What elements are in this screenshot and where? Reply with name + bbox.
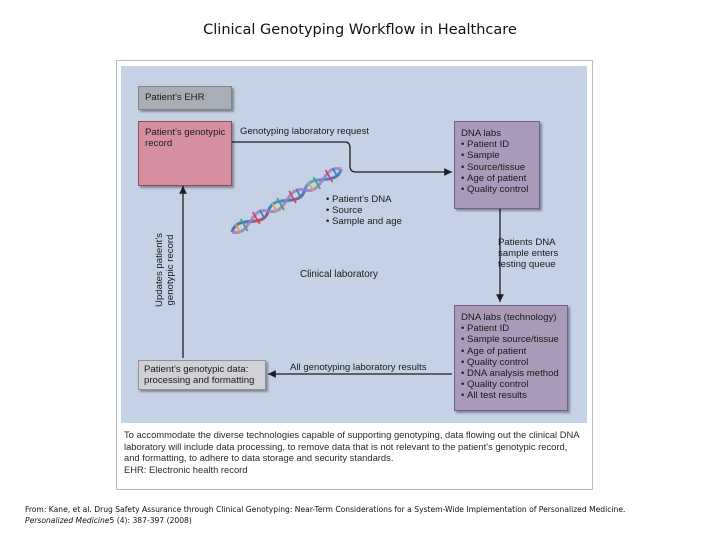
source-journal: Personalized Medicine (25, 516, 110, 525)
source-citation: From: Kane, et al. Drug Safety Assurance… (25, 504, 715, 526)
dna-labs-technology-box: DNA labs (technology) Patient ID Sample … (454, 305, 568, 411)
dna-labs-item: Patient ID (461, 139, 539, 150)
clinical-laboratory-label: Clinical laboratory (300, 269, 378, 280)
dna-labs-technology-item: All test results (461, 390, 567, 401)
source-line: From: Kane, et al. Drug Safety Assurance… (25, 505, 626, 514)
dna-labs-item: Sample (461, 150, 539, 161)
dna-labs-item: Quality control (461, 184, 539, 195)
dna-labs-item: Age of patient (461, 173, 539, 184)
dna-labs-technology-item: Patient ID (461, 323, 567, 334)
dna-labs-technology-item: DNA analysis method (461, 368, 567, 379)
dna-labs-title: DNA labs (461, 128, 501, 139)
updates-genotypic-record-label: Updates patient’s genotypic record (154, 233, 176, 307)
processing-formatting-label: Patient’s genotypic data: processing and… (144, 364, 255, 387)
slide-title: Clinical Genotyping Workflow in Healthca… (203, 22, 517, 38)
dna-labs-item: Source/tissue (461, 162, 539, 173)
processing-formatting-box: Patient’s genotypic data: processing and… (138, 360, 266, 390)
dna-labs-technology-item: Quality control (461, 379, 567, 390)
request-label: Genotyping laboratory request (240, 126, 370, 137)
patient-dna-item: Patient’s DNA (326, 194, 436, 205)
genotypic-record-label: Patient’s genotypic record (145, 127, 226, 150)
patient-dna-item: Sample and age (326, 216, 436, 227)
patient-dna-list: Patient’s DNA Source Sample and age (326, 194, 436, 228)
patient-dna-item: Source (326, 205, 436, 216)
dna-labs-technology-title: DNA labs (technology) (461, 312, 557, 323)
request-arrow (232, 141, 452, 176)
dna-labs-box: DNA labs Patient ID Sample Source/tissue… (454, 121, 540, 209)
patients-ehr-box: Patient’s EHR (138, 86, 232, 110)
queue-label: Patients DNA sample enters testing queue (498, 237, 559, 271)
patients-ehr-label: Patient’s EHR (145, 92, 205, 103)
figure-caption: To accommodate the diverse technologies … (124, 429, 584, 475)
genotypic-record-box: Patient’s genotypic record (138, 121, 232, 186)
caption-text: To accommodate the diverse technologies … (124, 429, 579, 464)
results-label: All genotyping laboratory results (290, 362, 427, 373)
dna-labs-technology-item: Sample source/tissue (461, 334, 567, 345)
dna-labs-technology-item: Quality control (461, 357, 567, 368)
caption-ehr-definition: EHR: Electronic health record (124, 463, 248, 475)
source-volume: 5 (4): 387-397 (2008) (109, 516, 192, 525)
dna-helix (230, 167, 343, 234)
dna-labs-technology-item: Age of patient (461, 346, 567, 357)
